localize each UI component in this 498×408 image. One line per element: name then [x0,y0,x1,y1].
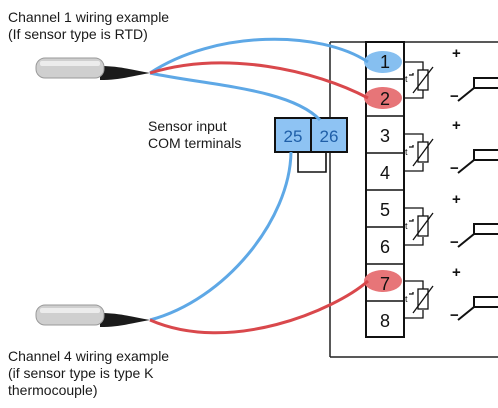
com-terminal-26 [310,117,348,153]
channel-2-rtd-symbol [404,133,434,172]
channel-4-caption-line-2: (if sensor type is type K [8,365,154,381]
terminal-7-label: 7 [380,274,390,294]
terminal-3-label: 3 [380,126,390,146]
terminal-5-label: 5 [380,200,390,220]
com-terminals-caption: Sensor input COM terminals [148,118,241,152]
terminal-2-highlight [364,87,402,109]
channel-1-red-wire-to-terminal-2 [149,61,369,100]
channel-4-red-wire-to-terminal-7 [149,279,369,335]
channel-3-plus: + [452,191,461,208]
channel-1-blue-wire-to-terminal-1 [149,37,369,75]
channel-4-blue-wire-to-com-25 [149,151,293,322]
terminal-8-label: 8 [380,311,390,331]
channel-4-plus: + [452,264,461,281]
channel-3-thermocouple-symbol [457,223,498,248]
terminal-block-dividers [366,78,404,302]
channel-1-minus: − [450,88,459,105]
channel-1-caption-line-2: (If sensor type is RTD) [8,26,148,42]
channel-2-plus: + [452,117,461,134]
channel-1-rtd-symbol [404,61,434,99]
channel-1-rtd-t: t [405,74,408,84]
terminal-6-label: 6 [380,237,390,257]
channel-3-minus: − [450,234,459,251]
channel-4-sensor-probe [35,304,150,327]
com-terminal-26-label: 26 [320,127,339,146]
com-terminal-25-label: 25 [284,127,303,146]
channel-2-thermocouple-symbol [457,149,498,174]
channel-4-rtd-t: t [405,294,408,304]
channel-4-thermocouple-symbol [457,296,498,321]
com-caption-line-1: Sensor input [148,118,227,134]
channel-1-plus: + [452,45,461,62]
terminal-1-highlight [364,51,402,73]
channel-2-rtd-t: t [405,147,408,157]
com-jumper [297,152,327,173]
channel-3-rtd-t: t [405,221,408,231]
channel-3-rtd-symbol [404,207,434,246]
channel-1-caption: Channel 1 wiring example (If sensor type… [8,9,169,43]
channel-4-minus: − [450,307,459,324]
channel-1-caption-line-1: Channel 1 wiring example [8,9,170,25]
channel-1-blue-wire-to-com-26 [149,71,322,122]
channel-4-caption: Channel 4 wiring example (if sensor type… [8,348,169,399]
channel-1-thermocouple-symbol [457,77,498,102]
com-caption-line-2: COM terminals [148,135,242,151]
channel-4-rtd-symbol [404,280,434,319]
com-terminal-25 [274,117,312,153]
terminal-7-highlight [364,270,402,292]
channel-4-caption-line-1: Channel 4 wiring example [8,348,170,364]
terminal-2-label: 2 [380,89,390,109]
terminal-4-label: 4 [380,163,390,183]
channel-4-caption-line-3: thermocouple) [8,382,98,398]
channel-1-sensor-probe [35,57,150,80]
terminal-1-label: 1 [380,52,390,72]
channel-2-minus: − [450,160,459,177]
